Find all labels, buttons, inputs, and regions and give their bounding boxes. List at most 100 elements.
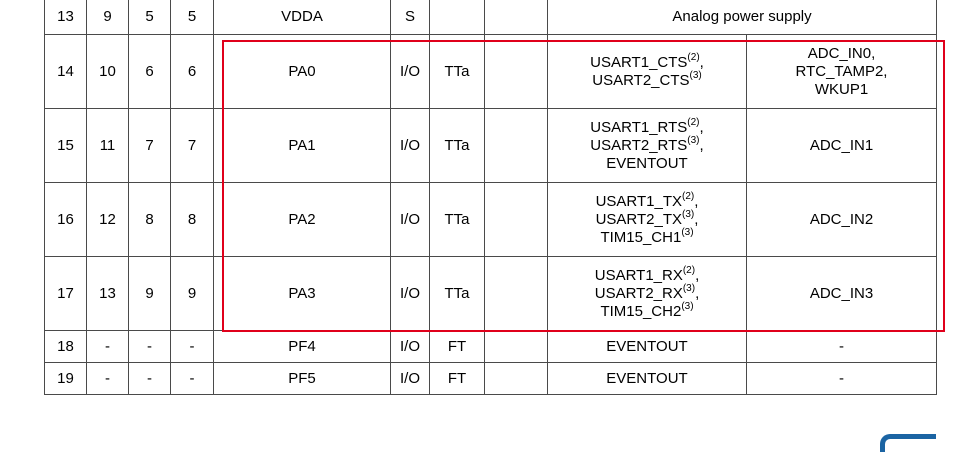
alternate-functions-cell: EVENTOUT bbox=[547, 362, 747, 395]
alternate-function: TIM15_CH1(3) bbox=[550, 226, 744, 247]
alternate-functions-cell: USART1_TX(2),USART2_TX(3),TIM15_CH1(3) bbox=[547, 182, 747, 257]
pin-number-cell: - bbox=[128, 330, 171, 363]
additional-function: ADC_IN1 bbox=[809, 136, 874, 154]
pin-name-cell: PA0 bbox=[213, 34, 391, 109]
alternate-function: USART1_RX(2), bbox=[550, 264, 744, 285]
st-logo-icon bbox=[880, 434, 936, 452]
separator: , bbox=[694, 210, 699, 228]
additional-function: - bbox=[839, 369, 844, 387]
pin-type-cell: I/O bbox=[390, 330, 430, 363]
function-name: EVENTOUT bbox=[606, 337, 688, 355]
alternate-function: USART2_RX(3), bbox=[550, 282, 744, 303]
io-structure-cell: TTa bbox=[429, 34, 485, 109]
additional-functions-cell: ADC_IN0,RTC_TAMP2,WKUP1 bbox=[745, 34, 938, 109]
function-name: USART2_CTS bbox=[592, 71, 690, 89]
pin-number-cell: 7 bbox=[128, 108, 171, 183]
function-name: USART1_RX bbox=[594, 266, 683, 284]
footnote-ref: (2) bbox=[682, 264, 696, 276]
pin-type-cell: I/O bbox=[390, 256, 430, 331]
pin-number-cell: 8 bbox=[128, 182, 171, 257]
notes-cell bbox=[484, 34, 548, 109]
footnote-ref: (3) bbox=[687, 134, 700, 146]
pin-name-cell: PA2 bbox=[213, 182, 391, 257]
pin-number-cell: - bbox=[170, 362, 214, 395]
footnote-ref: (2) bbox=[687, 51, 700, 63]
pin-number-cell: 15 bbox=[44, 108, 87, 183]
pin-number-cell: 6 bbox=[170, 34, 214, 109]
footnote-ref: (3) bbox=[689, 69, 702, 81]
pin-number-cell: 9 bbox=[86, 0, 129, 35]
io-structure-cell: TTa bbox=[429, 108, 485, 183]
notes-cell bbox=[484, 330, 548, 363]
io-structure-cell: TTa bbox=[429, 182, 485, 257]
additional-function: - bbox=[839, 337, 844, 355]
separator: , bbox=[695, 284, 700, 302]
pin-name-cell: PF5 bbox=[213, 362, 391, 395]
additional-functions-cell: ADC_IN1 bbox=[745, 108, 938, 183]
function-name: TIM15_CH2 bbox=[600, 302, 682, 320]
pin-number-cell: 5 bbox=[128, 0, 171, 35]
pin-number-cell: - bbox=[86, 362, 129, 395]
pin-number-cell: 5 bbox=[170, 0, 214, 35]
footnote-ref: (2) bbox=[682, 190, 695, 202]
pin-type-cell: S bbox=[390, 0, 430, 35]
notes-cell bbox=[484, 362, 548, 395]
merged-function-cell: Analog power supply bbox=[546, 0, 938, 35]
alternate-function: USART2_CTS(3) bbox=[550, 69, 744, 90]
io-structure-cell: FT bbox=[429, 330, 485, 363]
pin-number-cell: 17 bbox=[44, 256, 87, 331]
separator: , bbox=[699, 53, 704, 71]
separator: , bbox=[699, 118, 704, 136]
alternate-functions-cell: EVENTOUT bbox=[547, 330, 747, 363]
pin-number-cell: 10 bbox=[86, 34, 129, 109]
notes-cell bbox=[484, 256, 548, 331]
alternate-function: USART1_CTS(2), bbox=[550, 51, 744, 72]
footnote-ref: (3) bbox=[682, 208, 695, 220]
additional-functions-cell: - bbox=[745, 362, 938, 395]
notes-cell bbox=[484, 0, 548, 35]
alternate-function: USART2_TX(3), bbox=[550, 208, 744, 229]
pin-number-cell: 7 bbox=[170, 108, 214, 183]
separator: , bbox=[695, 266, 700, 284]
function-name: USART2_RTS bbox=[590, 136, 688, 154]
alternate-function: EVENTOUT bbox=[550, 370, 744, 388]
pin-number-cell: 11 bbox=[86, 108, 129, 183]
pin-type-cell: I/O bbox=[390, 34, 430, 109]
pin-number-cell: 13 bbox=[44, 0, 87, 35]
additional-functions-cell: ADC_IN2 bbox=[745, 182, 938, 257]
pin-name-cell: VDDA bbox=[213, 0, 391, 35]
function-name: USART1_RTS bbox=[590, 118, 688, 136]
pin-number-cell: 19 bbox=[44, 362, 87, 395]
pin-number-cell: 9 bbox=[128, 256, 171, 331]
footnote-ref: (3) bbox=[682, 282, 696, 294]
pin-number-cell: 14 bbox=[44, 34, 87, 109]
pin-number-cell: 13 bbox=[86, 256, 129, 331]
function-name: USART2_TX bbox=[595, 210, 682, 228]
pin-number-cell: 18 bbox=[44, 330, 87, 363]
alternate-functions-cell: USART1_RX(2),USART2_RX(3),TIM15_CH2(3) bbox=[547, 256, 747, 331]
pin-number-cell: 16 bbox=[44, 182, 87, 257]
function-name: USART1_CTS bbox=[590, 53, 688, 71]
pin-number-cell: 8 bbox=[170, 182, 214, 257]
function-name: TIM15_CH1 bbox=[600, 228, 682, 246]
io-structure-cell: TTa bbox=[429, 256, 485, 331]
alternate-function: USART2_RTS(3), bbox=[550, 134, 744, 155]
additional-function: WKUP1 bbox=[814, 80, 869, 98]
alternate-function: USART1_RTS(2), bbox=[550, 117, 744, 137]
separator: , bbox=[699, 136, 704, 154]
footnote-ref: (3) bbox=[681, 226, 694, 238]
pin-name-cell: PA3 bbox=[213, 256, 391, 331]
pin-name-cell: PF4 bbox=[213, 330, 391, 363]
pin-type-cell: I/O bbox=[390, 108, 430, 183]
alternate-function: TIM15_CH2(3) bbox=[550, 301, 744, 321]
pin-number-cell: 9 bbox=[170, 256, 214, 331]
pin-number-cell: 6 bbox=[128, 34, 171, 109]
alternate-function: USART1_TX(2), bbox=[550, 190, 744, 211]
pin-name-cell: PA1 bbox=[213, 108, 391, 183]
